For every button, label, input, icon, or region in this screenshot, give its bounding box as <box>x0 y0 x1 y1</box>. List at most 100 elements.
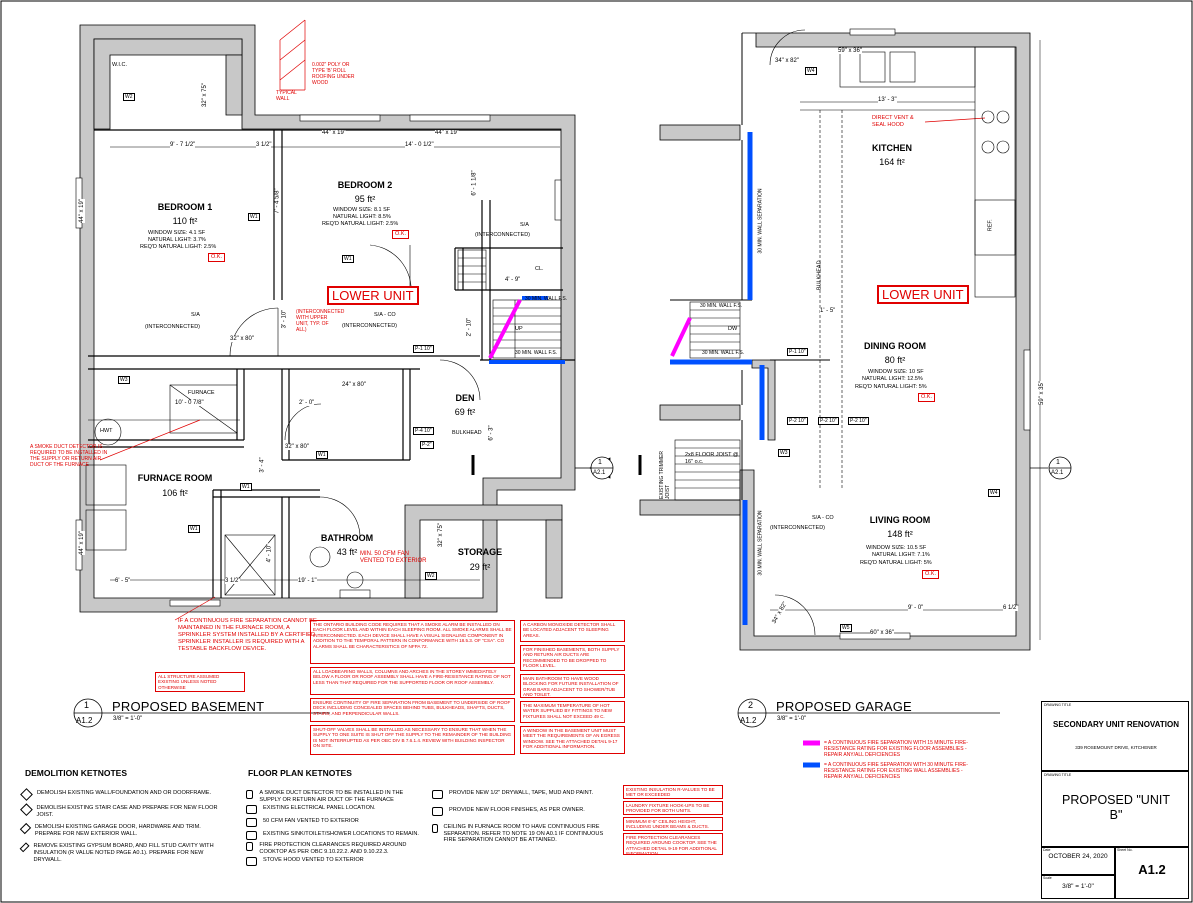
garage-saco-sub: (INTERCONNECTED) <box>770 525 825 531</box>
kitchen-name: KITCHEN <box>872 143 912 153</box>
keynote-hex-icon <box>246 842 254 852</box>
window-tag-w1-d: W1 <box>188 525 200 533</box>
floorplan-notes-col1: A SMOKE DUCT DETECTOR TO BE INSTALLED IN… <box>246 790 426 867</box>
garage-tag-p1: P-1 10" <box>787 348 808 356</box>
living-window: WINDOW SIZE: 10.5 SF <box>866 545 927 551</box>
garage-tag-p2c: P-2 10" <box>848 417 869 425</box>
keynote-hex-icon <box>246 857 257 867</box>
existing-joist-note: EXISTING TRIMMER JOIST <box>659 451 671 499</box>
section-markers <box>471 455 1072 480</box>
saco-interconnect-note: (INTERCONNECTED WITH UPPER UNIT, TYP. OF… <box>296 309 345 333</box>
dim-d20: 3' - 10" <box>281 309 288 329</box>
dim-d1: 9' - 7 1/2" <box>170 142 196 148</box>
keynote-hex-icon <box>432 824 438 833</box>
garage-fs2: 30 MIN. WALL F.S. <box>702 350 745 356</box>
floorplan-note-item: FIRE PROTECTION CLEARANCES REQUIRED AROU… <box>246 842 426 855</box>
right-note-2: FOR FINISHED BASEMENTS, BOTH SUPPLY AND … <box>520 645 625 671</box>
typical-wall-note: TYPICAL WALL <box>276 90 297 102</box>
title-block-date-cell <box>1041 847 1115 875</box>
garage-view-number: 2 <box>748 700 754 710</box>
center-note-1: THE ONTARIO BUILDING CODE REQUIRES THAT … <box>310 620 515 664</box>
dining-req: REQ'D NATURAL LIGHT: 5% <box>855 384 927 390</box>
furnace-room-area: 106 ft² <box>162 488 188 498</box>
hwt-label: HWT <box>100 428 113 434</box>
dim-g7: 60" x 36" <box>870 630 894 636</box>
dining-area: 80 ft² <box>884 355 906 365</box>
living-req: REQ'D NATURAL LIGHT: 5% <box>860 560 932 566</box>
legend-30min-text: = A CONTINUOUS FIRE SEPARATION WITH 30 M… <box>824 762 968 780</box>
basement-unit-label: LOWER UNIT <box>327 286 419 305</box>
basement-interior-walls <box>88 129 575 598</box>
window-tag-w2-b: W2 <box>425 572 437 580</box>
dim-d13: 19' - 1" <box>298 578 317 584</box>
keynote-hex-icon <box>246 790 254 799</box>
dim-d4: 44" x 19" <box>322 130 346 136</box>
garage-tag-w3: W3 <box>778 449 790 457</box>
keynote-hex-icon <box>432 790 443 799</box>
floorplan-note-item: STOVE HOOD VENTED TO EXTERIOR <box>246 857 426 867</box>
dim-d16: 6' - 3" <box>488 425 495 441</box>
basement-view-scale: 3/8" = 1'-0" <box>113 716 143 722</box>
tag-p1: P-1 10" <box>413 345 434 353</box>
living-area: 148 ft² <box>887 529 913 539</box>
bedroom1-light: NATURAL LIGHT: 3.7% <box>148 237 206 243</box>
demolition-item: DEMOLISH EXISTING GARAGE DOOR, HARDWARE … <box>19 823 222 837</box>
basement-view-sheet: A1.2 <box>76 716 93 725</box>
garage-view-sheet: A1.2 <box>740 716 757 725</box>
dim-g4: 1' - 5" <box>820 308 836 314</box>
bedroom1-name: BEDROOM 1 <box>157 202 213 212</box>
wic-label: W.I.C. <box>112 62 127 68</box>
demolition-item: REMOVE EXISTING GYPSUM BOARD, AND FILL S… <box>19 842 222 863</box>
dim-d12: 3 1/2" <box>225 578 241 584</box>
living-ok: O.K. <box>922 570 940 579</box>
fire-sep-15min-garage <box>670 317 692 357</box>
bedroom2-window: WINDOW SIZE: 8.1 SF <box>333 207 391 213</box>
bottom-note-4: FIRE PROTECTION CLEARANCES REQUIRED AROU… <box>623 833 723 856</box>
title-block-drawing <box>1041 771 1189 847</box>
dw-label: DW <box>728 326 738 332</box>
bathroom-name: BATHROOM <box>320 533 374 543</box>
dining-ok: O.K. <box>918 393 936 402</box>
kitchen-area: 164 ft² <box>879 157 905 167</box>
demolition-item: DEMOLISH EXISTING WALL/FOUNDATION AND OR… <box>20 788 222 801</box>
basement-view-number: 1 <box>84 700 90 710</box>
window-tag-w1-a: W1 <box>248 213 260 221</box>
fire-sep-15min-basement <box>488 299 522 359</box>
bottom-note-1: EXISTING INSULATION R-VALUES TO BE MET O… <box>623 785 723 799</box>
basement-view-title: PROPOSED BASEMENT <box>112 699 265 714</box>
living-name: LIVING ROOM <box>869 515 931 525</box>
dim-d17: 32" x 75" <box>201 83 208 107</box>
right-note-4: THE MAXIMUM TEMPERATURE OF HOT WATER SUP… <box>520 701 625 723</box>
drawing-title: PROPOSED "UNIT B" <box>1062 793 1170 822</box>
keynote-diamond-icon <box>19 842 30 853</box>
title-block-scale: 3/8" = 1'-0" <box>1062 883 1094 890</box>
wall-sep-2: 30 MIN. WALL SEPARATION <box>757 510 764 576</box>
dim-d25: 4' - 10" <box>266 543 273 563</box>
floor-joist-note: 2x8 FLOOR JOIST @ 16" o.c. <box>685 452 739 465</box>
floorplan-note-item: PROVIDE NEW FLOOR FINISHES, AS PER OWNER… <box>432 807 612 816</box>
garage-doors <box>769 29 816 636</box>
direct-vent-note: DIRECT VENT & SEAL HOOD <box>872 115 914 128</box>
basement-fs1: 30 MIN. WALL F.S. <box>525 296 568 302</box>
bedroom1-area: 110 ft² <box>172 216 198 226</box>
bottom-note-2: LAUNDRY FIXTURE HOOK-UPS TO BE PROVIDED … <box>623 801 723 815</box>
section-mark-2-sheet: A2.1 <box>1051 470 1064 476</box>
title-block-project-label: DRAWING TITLE <box>1044 703 1072 707</box>
fan-note: MIN. 50 CFM FAN VENTED TO EXTERIOR <box>360 551 427 564</box>
center-note-4: SHUT-OFF VALVES SHALL BE INSTALLED AS NE… <box>310 725 515 755</box>
section-mark-2-num: 1 <box>1056 459 1060 466</box>
garage-saco: S/A - CO <box>812 515 834 521</box>
dim-d23: 7' - 4 5/8" <box>274 188 281 214</box>
title-block-drawing-label: DRAWING TITLE <box>1044 773 1072 777</box>
garage-unit-label: LOWER UNIT <box>877 285 969 304</box>
dim-d8: 24" x 80" <box>342 382 366 388</box>
dining-window: WINDOW SIZE: 10 SF <box>868 369 924 375</box>
floorplan-notes-title: FLOOR PLAN KETNOTES <box>248 768 352 778</box>
keynote-diamond-icon <box>20 788 33 801</box>
project-title: SECONDARY UNIT RENOVATION <box>1053 720 1179 729</box>
living-light: NATURAL LIGHT: 7.1% <box>872 552 930 558</box>
smoke-duct-note: A SMOKE DUCT DETECTOR IS REQUIRED TO BE … <box>30 444 108 468</box>
center-note-3: ENSURE CONTINUITY OF FIRE SEPARATION FRO… <box>310 698 515 722</box>
